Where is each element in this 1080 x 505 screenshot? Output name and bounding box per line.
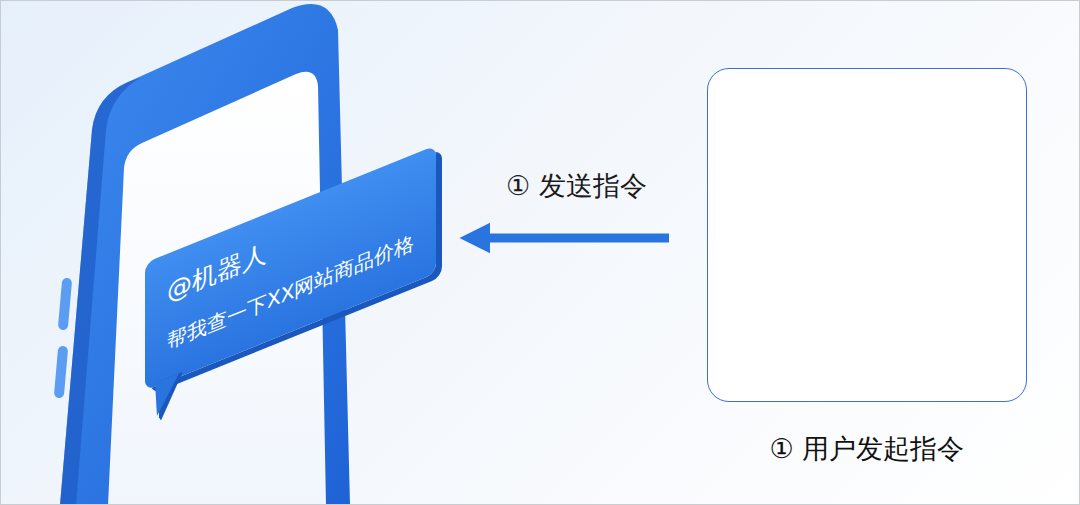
node-caption: ① 用户发起指令 xyxy=(770,431,965,467)
arrow-connector xyxy=(484,234,669,243)
bubble-tail-fill xyxy=(155,373,179,417)
user-box: ① 用户发起指令 xyxy=(707,68,1027,402)
edge-label: ① 发送指令 xyxy=(506,168,647,204)
side-button xyxy=(58,278,72,331)
side-button xyxy=(54,346,68,399)
